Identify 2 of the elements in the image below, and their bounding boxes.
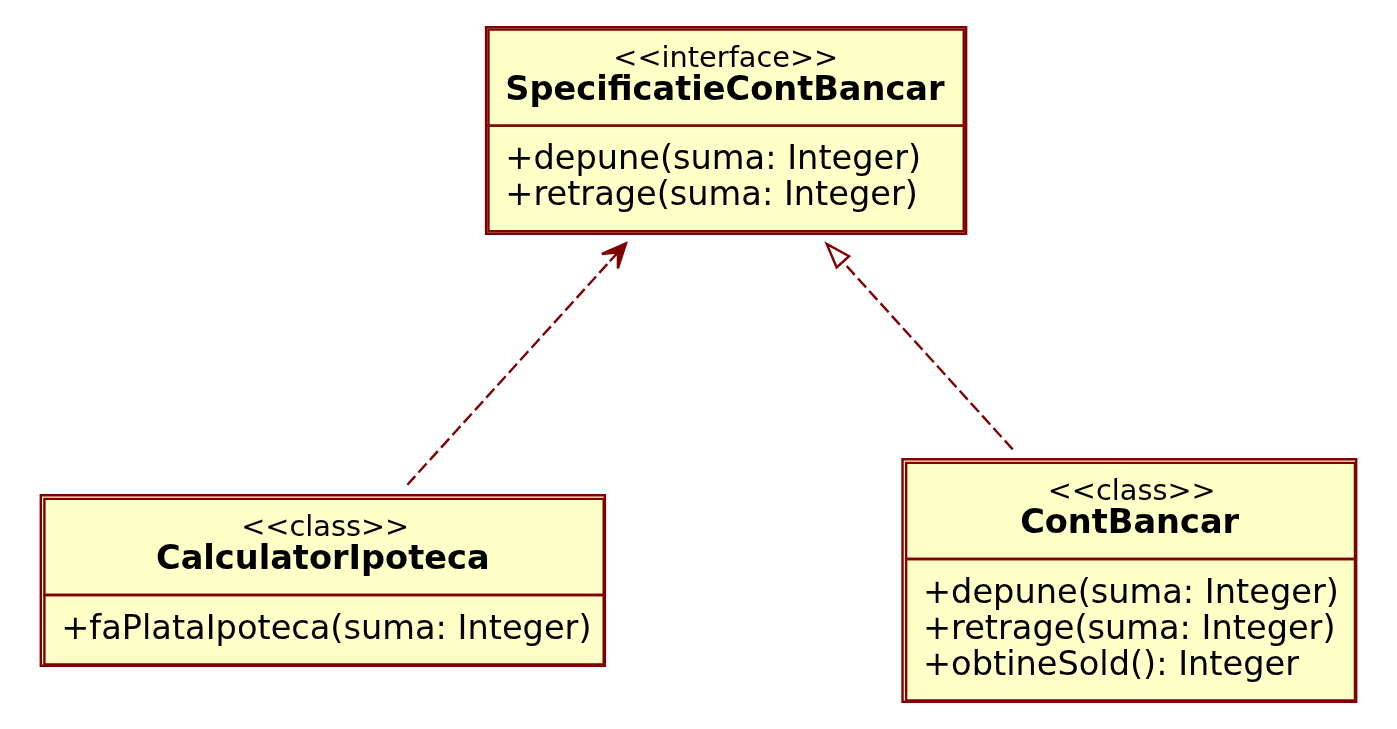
- arrow: [824, 241, 1014, 451]
- arrow: [406, 242, 628, 486]
